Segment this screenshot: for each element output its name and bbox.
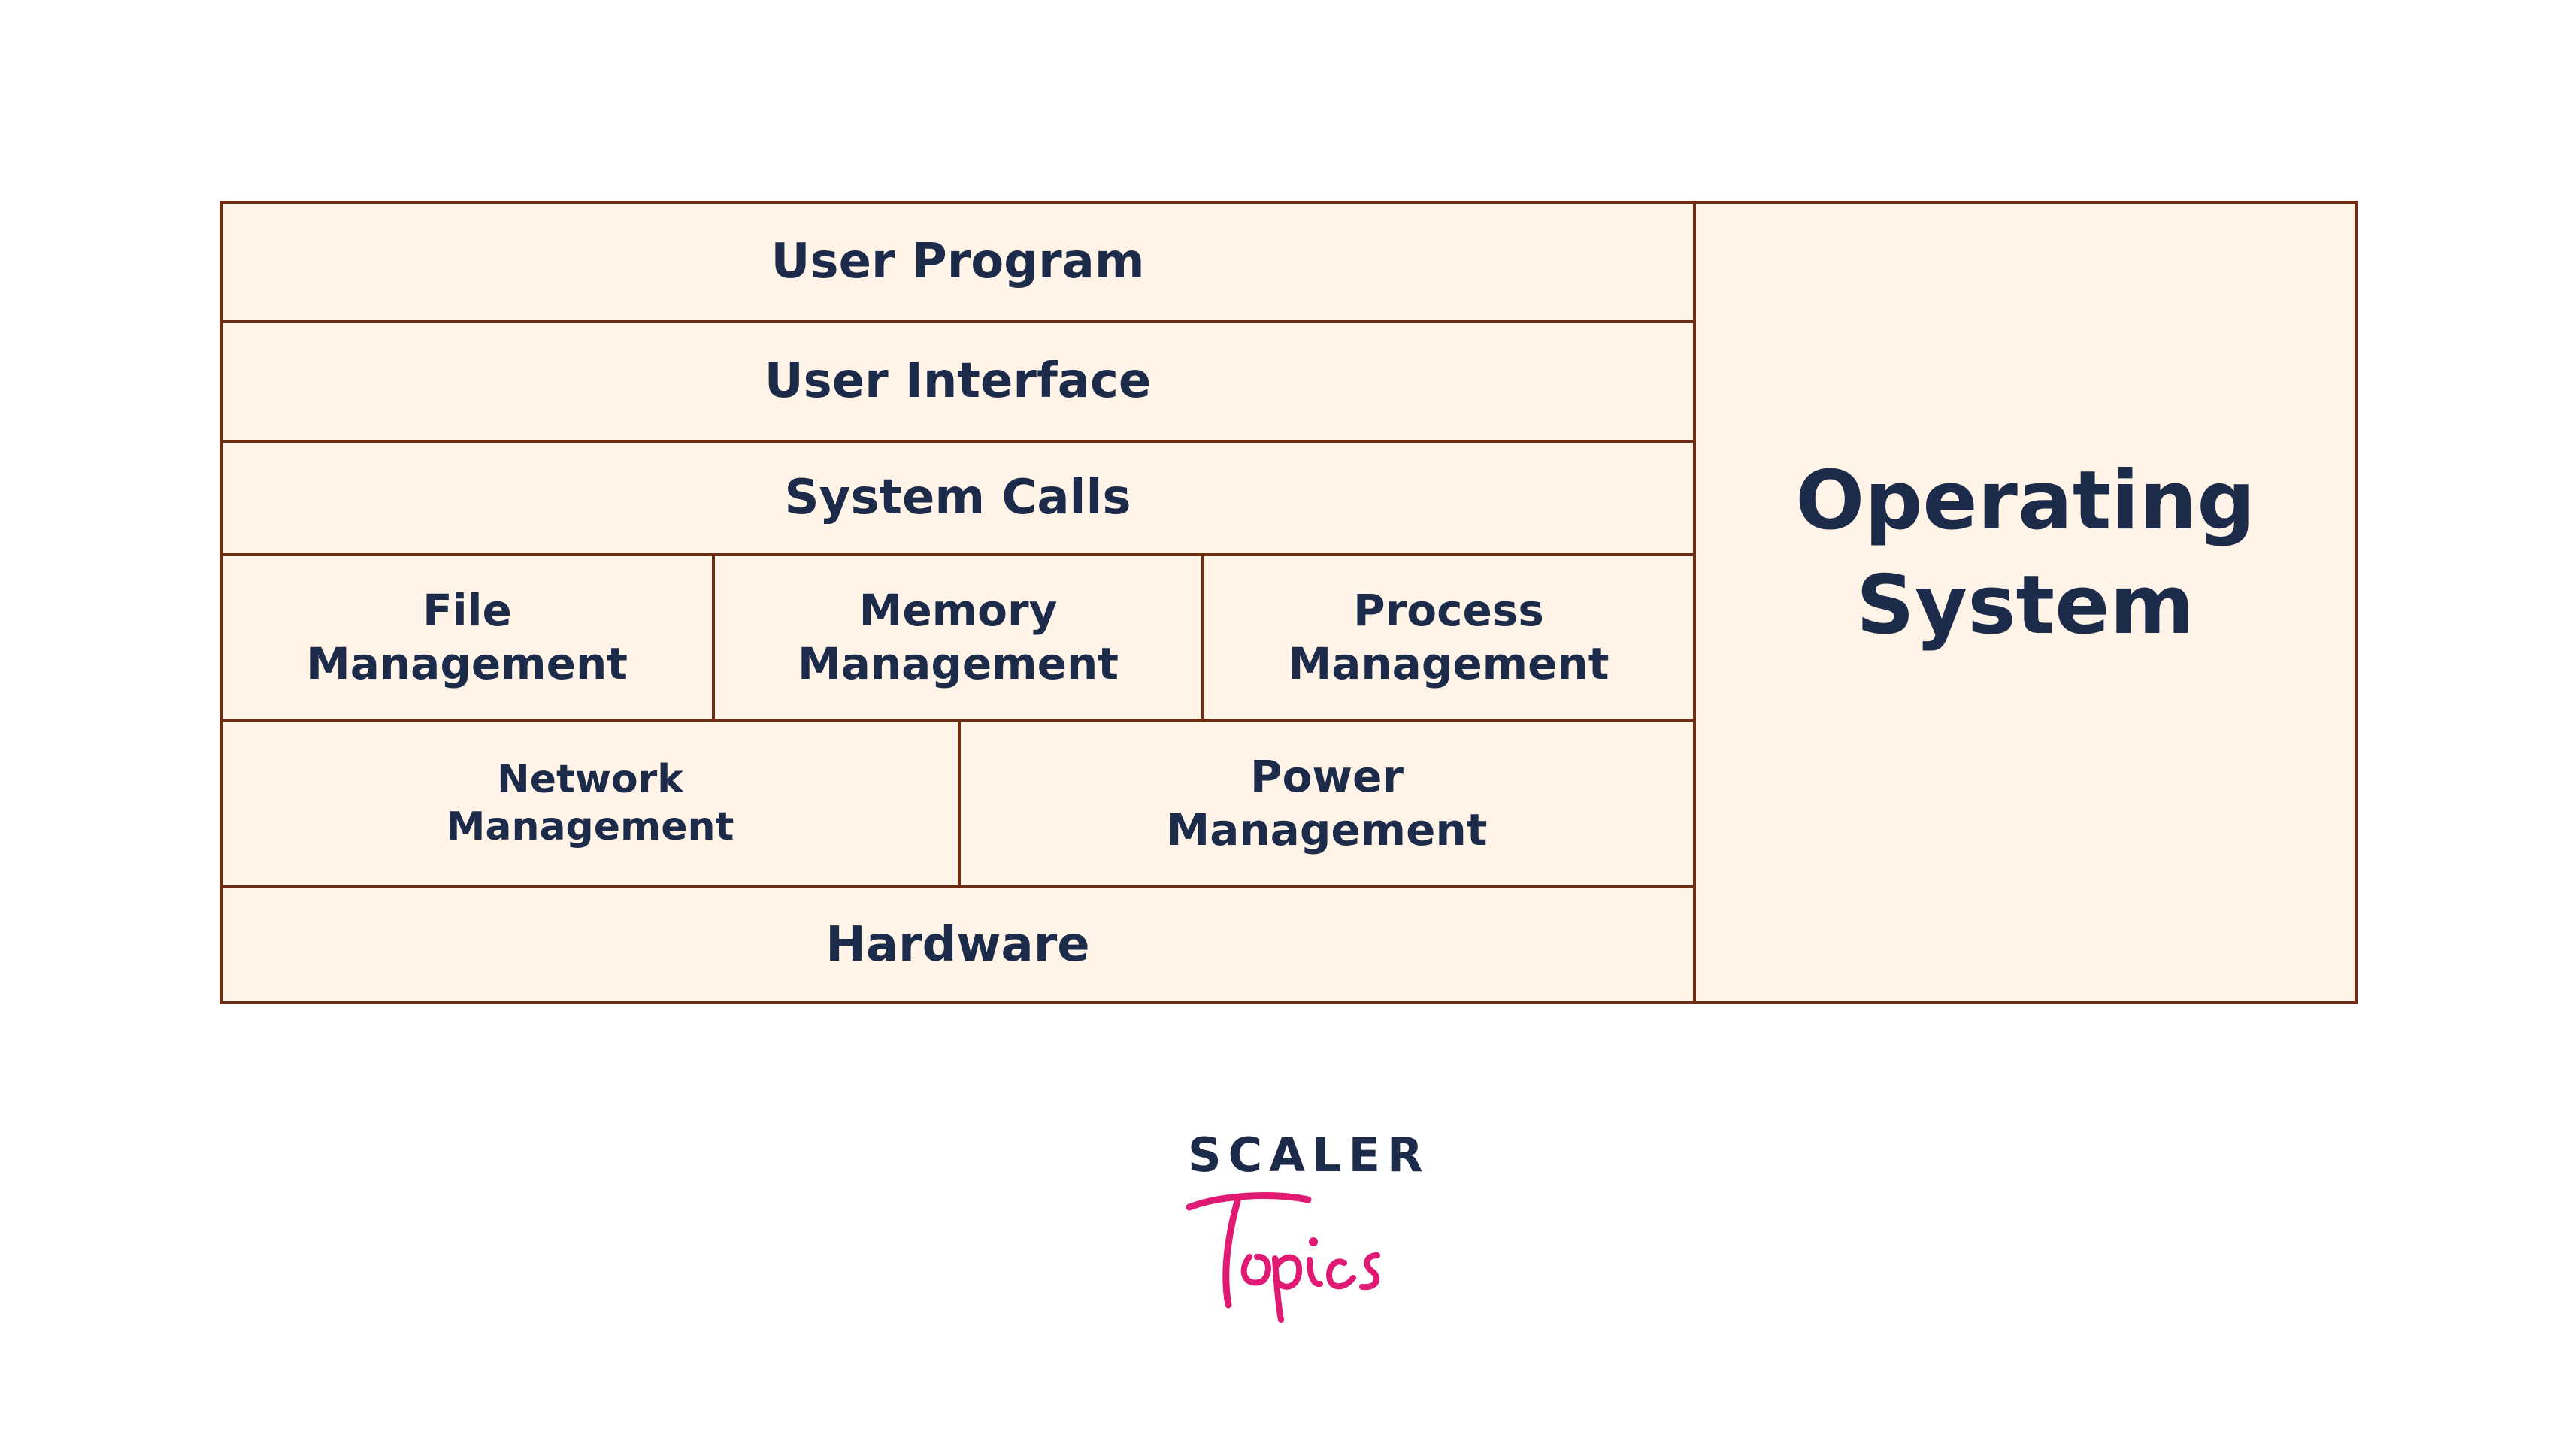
topics-script-logo — [1186, 1192, 1380, 1323]
process-management-box: Process Management — [1201, 553, 1696, 722]
user-interface-label: User Interface — [764, 353, 1152, 410]
os-layer-diagram: User Program User Interface System Calls… — [220, 201, 2358, 1004]
system-calls-label: System Calls — [784, 470, 1131, 526]
hardware-label: Hardware — [825, 916, 1090, 973]
operating-system-box: Operating System — [1693, 201, 2358, 1004]
user-program-label: User Program — [771, 234, 1145, 290]
operating-system-label: Operating System — [1795, 454, 2255, 652]
hardware-layer: Hardware — [220, 885, 1696, 1004]
file-management-box: File Management — [220, 553, 715, 722]
process-management-label: Process Management — [1288, 585, 1610, 689]
power-management-box: Power Management — [958, 719, 1696, 888]
user-interface-layer: User Interface — [220, 320, 1696, 443]
file-management-label: File Management — [307, 585, 628, 689]
system-calls-layer: System Calls — [220, 440, 1696, 556]
memory-management-box: Memory Management — [712, 553, 1204, 722]
scaler-wordmark: SCALER — [1188, 1128, 1430, 1182]
network-management-box: Network Management — [220, 719, 961, 888]
user-program-layer: User Program — [220, 201, 1696, 323]
memory-management-label: Memory Management — [798, 585, 1119, 689]
network-management-label: Network Management — [446, 756, 734, 849]
scaler-topics-logo: SCALER — [1158, 1128, 1423, 1330]
power-management-label: Power Management — [1166, 751, 1488, 855]
